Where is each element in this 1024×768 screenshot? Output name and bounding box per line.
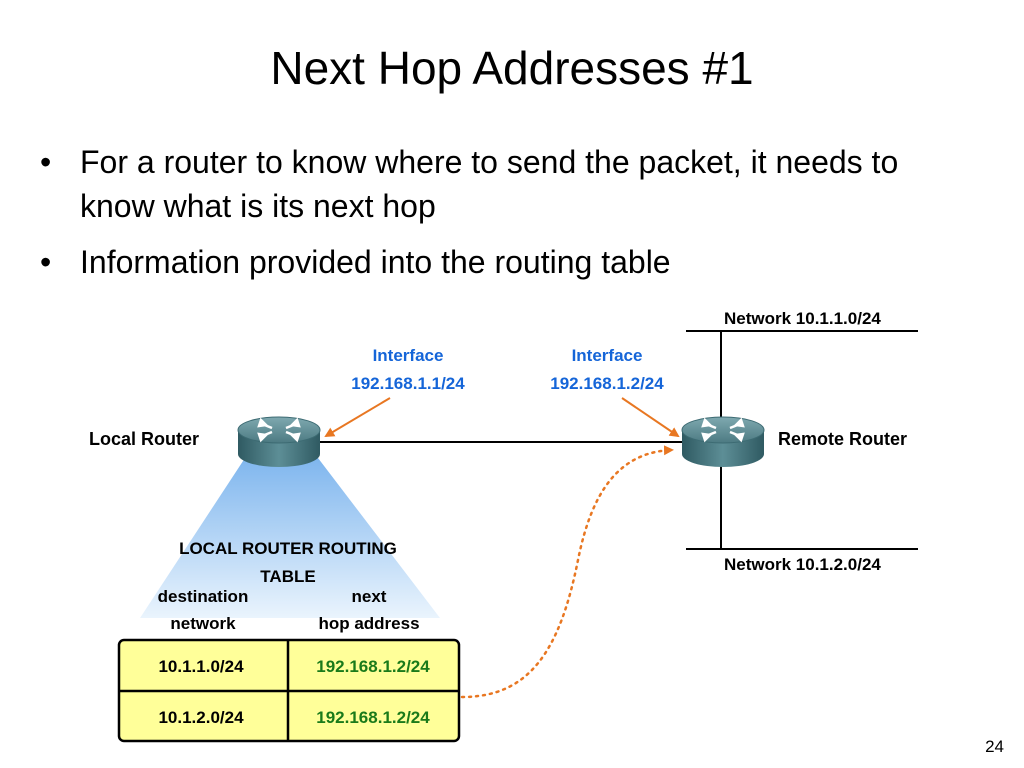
bullet-list: • For a router to know where to send the … [38,140,978,296]
local-interface-ip: 192.168.1.1/24 [351,374,465,393]
network-bottom-label: Network 10.1.2.0/24 [724,555,881,574]
routing-table-title-line2: TABLE [260,567,315,586]
bullet-text: Information provided into the routing ta… [80,244,671,280]
remote-interface-title: Interface [572,346,643,365]
table-row-destination: 10.1.2.0/24 [158,708,244,727]
next-hop-dotted-arrow [460,445,674,699]
table-row-destination: 10.1.1.0/24 [158,657,244,676]
next-hop-header: next [352,587,387,606]
remote-interface-pointer [621,397,680,438]
local-router-icon [237,416,321,467]
bullet-item: • Information provided into the routing t… [38,240,978,284]
local-interface-title: Interface [373,346,444,365]
bullet-dot: • [40,244,52,280]
bullet-text: For a router to know where to send the p… [80,144,899,224]
bullet-dot: • [40,144,52,180]
table-row-next-hop: 192.168.1.2/24 [316,657,430,676]
slide-title: Next Hop Addresses #1 [270,42,754,94]
local-router-label: Local Router [89,429,199,449]
local-interface-pointer [324,397,391,438]
bullet-item: • For a router to know where to send the … [38,140,978,228]
remote-interface-ip: 192.168.1.2/24 [550,374,664,393]
network-top-label: Network 10.1.1.0/24 [724,309,881,328]
routing-table-title: LOCAL ROUTER ROUTING [179,539,397,558]
page-number: 24 [985,737,1004,756]
next-hop-header-line2: hop address [318,614,419,633]
destination-header-line2: network [170,614,236,633]
remote-router-icon [681,416,765,467]
remote-router-label: Remote Router [778,429,907,449]
router-beam [140,458,440,618]
table-row-next-hop: 192.168.1.2/24 [316,708,430,727]
destination-header: destination [158,587,249,606]
